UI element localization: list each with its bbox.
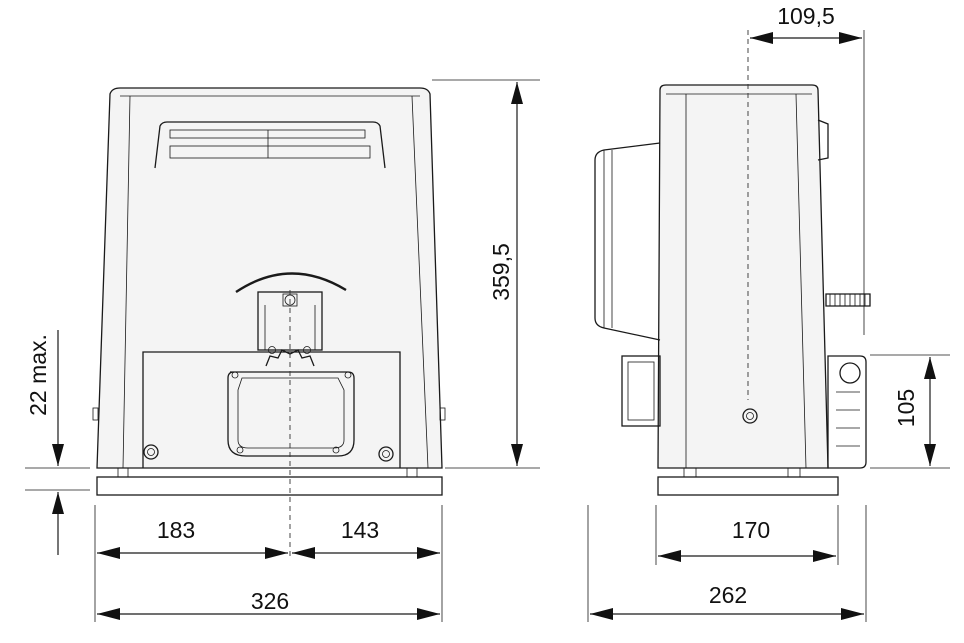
release-arc: [235, 272, 347, 293]
side-housing: [657, 84, 829, 469]
front-housing-inner: [122, 95, 429, 469]
side-base-plate: [657, 476, 839, 496]
front-knob-left: [92, 407, 99, 421]
gear-housing: [227, 371, 355, 457]
side-left-cover-inner: [603, 150, 613, 328]
front-view: [92, 87, 446, 560]
gear-bolt-right: [303, 346, 311, 354]
side-left-bracket: [621, 355, 661, 427]
side-foot-left: [683, 467, 697, 478]
front-lower-body: [142, 351, 401, 468]
front-screw-right: [378, 446, 394, 462]
side-screw: [742, 408, 758, 424]
width-left-label: 183: [157, 517, 195, 543]
housing-bolt-tr: [344, 371, 352, 379]
front-screw-left: [143, 444, 159, 460]
housing-bolt-br: [332, 446, 340, 454]
front-housing: [96, 87, 443, 469]
front-screw-left-inner: [147, 448, 155, 456]
front-foot-right: [406, 467, 418, 478]
side-right-spring: [825, 293, 871, 307]
spring-coils: [829, 294, 866, 306]
side-right-lever: [817, 119, 829, 161]
front-dimensions: 359,5 22 max. 183 143 326: [25, 79, 540, 622]
front-knob-right: [439, 407, 446, 421]
side-screw-inner: [746, 412, 754, 420]
side-rack-height-label: 105: [893, 389, 919, 427]
side-dimensions: 109,5 105 170 262: [587, 3, 950, 622]
front-foot-left: [117, 467, 129, 478]
width-right-label: 143: [341, 517, 379, 543]
side-offset-label: 109,5: [777, 3, 835, 29]
front-screw-right-inner: [382, 450, 390, 458]
rack-knob: [839, 362, 861, 384]
height-total-label: 359,5: [488, 243, 514, 301]
gear-bolt-left: [268, 346, 276, 354]
front-vent-panel: [154, 121, 386, 169]
side-base-label: 170: [732, 517, 770, 543]
clearance-label: 22 max.: [25, 334, 51, 416]
housing-bolt-tl: [231, 371, 239, 379]
front-base-plate: [96, 476, 443, 496]
side-right-rack: [827, 355, 867, 469]
side-left-cover: [594, 142, 661, 341]
side-housing-edge: [685, 93, 807, 469]
vent-slot-1: [169, 129, 366, 139]
side-left-bracket-inner: [627, 361, 655, 421]
width-total-front-label: 326: [251, 588, 289, 614]
side-total-label: 262: [709, 582, 747, 608]
mount-bracket: [264, 305, 316, 350]
side-view: [594, 30, 871, 496]
housing-bolt-bl: [236, 446, 244, 454]
side-foot-right: [787, 467, 801, 478]
vent-slot-2: [169, 145, 371, 159]
rack-teeth: [836, 391, 860, 447]
